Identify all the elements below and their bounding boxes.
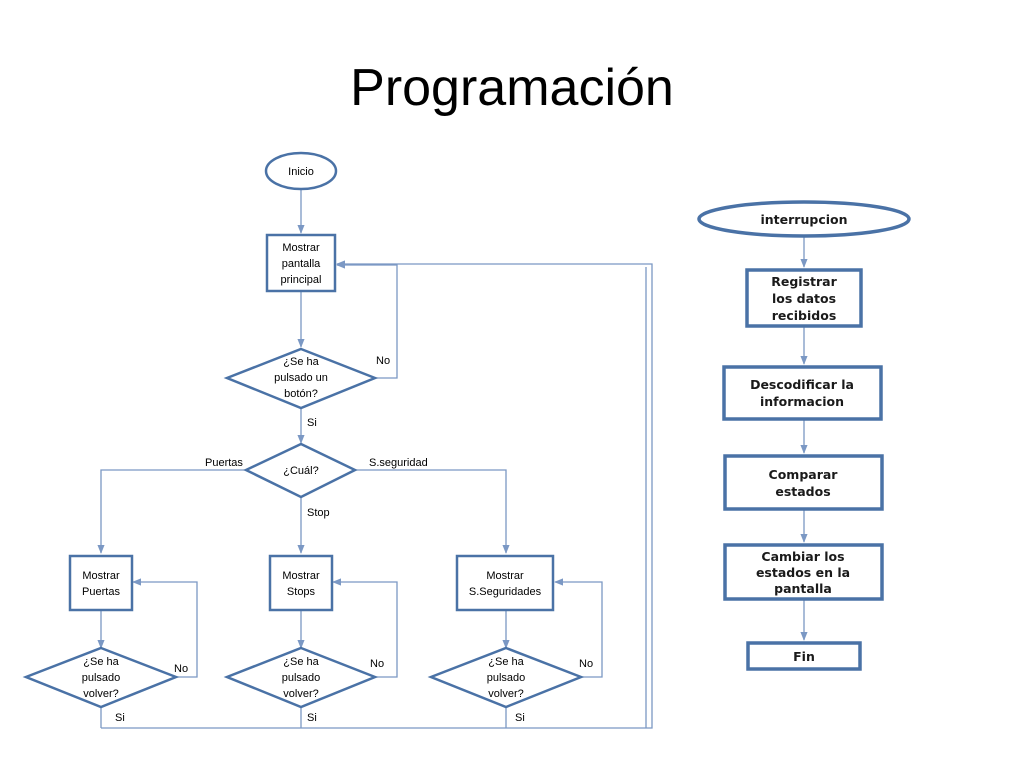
boton-label-2: pulsado un — [274, 372, 328, 384]
edge-label-stop: Stop — [307, 507, 330, 519]
node-mostrar-seguridades: Mostrar S.Seguridades — [455, 554, 555, 612]
puertas-label-1: Mostrar — [82, 570, 120, 582]
volver-stops-label-2: pulsado — [282, 672, 321, 684]
seguridades-label-2: S.Seguridades — [469, 586, 542, 598]
cual-label: ¿Cuál? — [283, 465, 318, 477]
puertas-label-2: Puertas — [82, 586, 120, 598]
fin-label: Fin — [793, 649, 815, 664]
connector-no-loop-stops — [332, 578, 398, 678]
node-descodificar: Descodificar la informacion — [722, 365, 883, 421]
edge-label-no-boton: No — [376, 355, 390, 367]
edge-label-si-seguridades: Si — [515, 712, 525, 724]
volver-stops-label-1: ¿Se ha — [283, 656, 319, 668]
node-cambiar: Cambiar los estados en la pantalla — [723, 543, 884, 601]
cambiar-label-1: Cambiar los — [761, 549, 844, 564]
descodificar-label-2: informacion — [760, 394, 844, 409]
edge-label-puertas: Puertas — [205, 457, 243, 469]
connector-cual-seguridades — [355, 469, 510, 554]
node-cual: ¿Cuál? — [243, 442, 358, 499]
main-flow-connectors — [97, 189, 653, 729]
stops-label-2: Stops — [287, 586, 316, 598]
stops-label-1: Mostrar — [282, 570, 320, 582]
connector-no-loop-seguridades — [554, 578, 603, 678]
node-mostrar-principal: Mostrar pantalla principal — [265, 233, 337, 293]
volver-seguridades-label-1: ¿Se ha — [488, 656, 524, 668]
connector-no-loop-puertas — [132, 578, 198, 678]
node-mostrar-puertas: Mostrar Puertas — [68, 554, 134, 612]
inicio-label: Inicio — [288, 166, 314, 178]
node-pulsado-boton: ¿Se ha pulsado un botón? — [223, 347, 379, 410]
volver-puertas-label-1: ¿Se ha — [83, 656, 119, 668]
edge-label-si-puertas: Si — [115, 712, 125, 724]
principal-label-1: Mostrar — [282, 242, 320, 254]
comparar-label-2: estados — [775, 484, 830, 499]
node-interrupcion: interrupcion — [697, 200, 911, 238]
seguridades-label-1: Mostrar — [486, 570, 524, 582]
node-inicio: Inicio — [264, 151, 338, 191]
cambiar-label-3: pantalla — [774, 581, 832, 596]
node-comparar: Comparar estados — [723, 454, 884, 511]
edge-label-si-boton: Si — [307, 417, 317, 429]
edge-label-no-seguridades: No — [579, 658, 593, 670]
edge-label-no-puertas: No — [174, 663, 188, 675]
registrar-label-1: Registrar — [771, 274, 837, 289]
slide-title: Programación — [350, 59, 674, 117]
node-volver-puertas: ¿Se ha pulsado volver? — [22, 646, 180, 709]
boton-label-3: botón? — [284, 388, 318, 400]
edge-label-si-stops: Si — [307, 712, 317, 724]
interrupcion-label: interrupcion — [761, 212, 848, 227]
volver-puertas-label-2: pulsado — [82, 672, 121, 684]
edge-label-seguridad: S.seguridad — [369, 457, 428, 469]
volver-seguridades-label-2: pulsado — [487, 672, 526, 684]
comparar-label-1: Comparar — [769, 467, 839, 482]
cambiar-label-2: estados en la — [756, 565, 850, 580]
node-volver-seguridades: ¿Se ha pulsado volver? — [427, 646, 585, 709]
connector-return-principal — [101, 260, 653, 729]
boton-label-1: ¿Se ha — [283, 356, 319, 368]
node-fin: Fin — [746, 641, 862, 671]
connector-no-loop-principal — [336, 261, 398, 379]
volver-stops-label-3: volver? — [283, 688, 318, 700]
volver-seguridades-label-3: volver? — [488, 688, 523, 700]
descodificar-label-1: Descodificar la — [750, 377, 854, 392]
edge-label-no-stops: No — [370, 658, 384, 670]
principal-label-2: pantalla — [282, 258, 321, 270]
node-volver-stops: ¿Se ha pulsado volver? — [223, 646, 379, 709]
node-registrar: Registrar los datos recibidos — [745, 268, 863, 328]
registrar-label-2: los datos — [772, 291, 836, 306]
principal-label-3: principal — [281, 274, 322, 286]
volver-puertas-label-3: volver? — [83, 688, 118, 700]
node-mostrar-stops: Mostrar Stops — [268, 554, 334, 612]
connector-cual-puertas — [97, 469, 246, 554]
registrar-label-3: recibidos — [772, 308, 837, 323]
